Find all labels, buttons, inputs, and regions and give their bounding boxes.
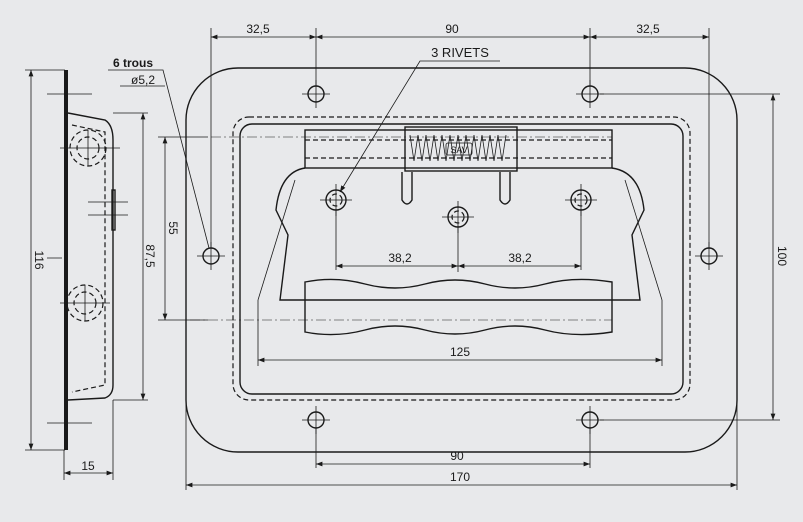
overall-extension-lines <box>185 260 738 490</box>
rivets-label: 3 RIVETS <box>431 45 489 60</box>
dim-handle-height: 55 <box>166 221 180 235</box>
dimensions: 32,5 90 32,5 3 RIVETS 6 trous ø5,2 38,2 … <box>25 22 789 490</box>
dim-rivet-right: 38,2 <box>508 251 532 265</box>
hole-crosshairs <box>197 80 723 434</box>
side-view <box>47 70 128 450</box>
dim-bottom-holes: 90 <box>450 449 464 463</box>
dim-depth: 15 <box>81 459 95 473</box>
dim-handle-width: 125 <box>450 345 470 359</box>
side-plate <box>64 70 68 450</box>
handle-side-line <box>257 179 663 301</box>
handle-extension-lines <box>257 300 663 366</box>
front-view: SAV <box>185 67 738 453</box>
recess-inner <box>239 123 684 395</box>
dim-side-height: 116 <box>32 250 46 269</box>
bottom-extension-lines <box>315 428 591 468</box>
height-extension-lines <box>600 93 780 421</box>
handle-tabs <box>401 172 511 205</box>
side-body <box>67 112 114 401</box>
spring <box>404 126 518 172</box>
brand-badge <box>445 142 473 156</box>
handle-body <box>275 167 645 301</box>
side-rivet <box>111 189 116 231</box>
holes-diameter-label: ø5,2 <box>131 73 155 87</box>
handle-top-bar <box>304 129 613 169</box>
rivets-leader <box>339 60 500 193</box>
dim-recess-height: 87,5 <box>143 244 157 268</box>
handle-grip <box>304 278 613 336</box>
dim-top-left: 32,5 <box>246 22 270 36</box>
side-center-lines <box>47 93 128 424</box>
recess-outline <box>232 116 691 401</box>
mounting-holes <box>197 80 723 434</box>
spring-coil <box>409 134 507 162</box>
side-hidden-outline <box>71 124 106 393</box>
dim-top-middle: 90 <box>445 22 459 36</box>
brand-label: SAV <box>450 145 467 155</box>
dim-overall-width: 170 <box>450 470 470 484</box>
dim-rivet-left: 38,2 <box>388 251 412 265</box>
rivets <box>320 184 597 233</box>
holes-leader <box>108 69 210 249</box>
dim-overall-height: 100 <box>775 246 789 266</box>
rivet-extension-lines <box>335 210 582 272</box>
handle-height-extension-lines <box>158 136 208 321</box>
holes-count-label: 6 trous <box>113 56 153 70</box>
rivet-crosshairs <box>320 184 597 233</box>
extension-lines <box>210 28 710 248</box>
dim-top-right: 32,5 <box>636 22 660 36</box>
